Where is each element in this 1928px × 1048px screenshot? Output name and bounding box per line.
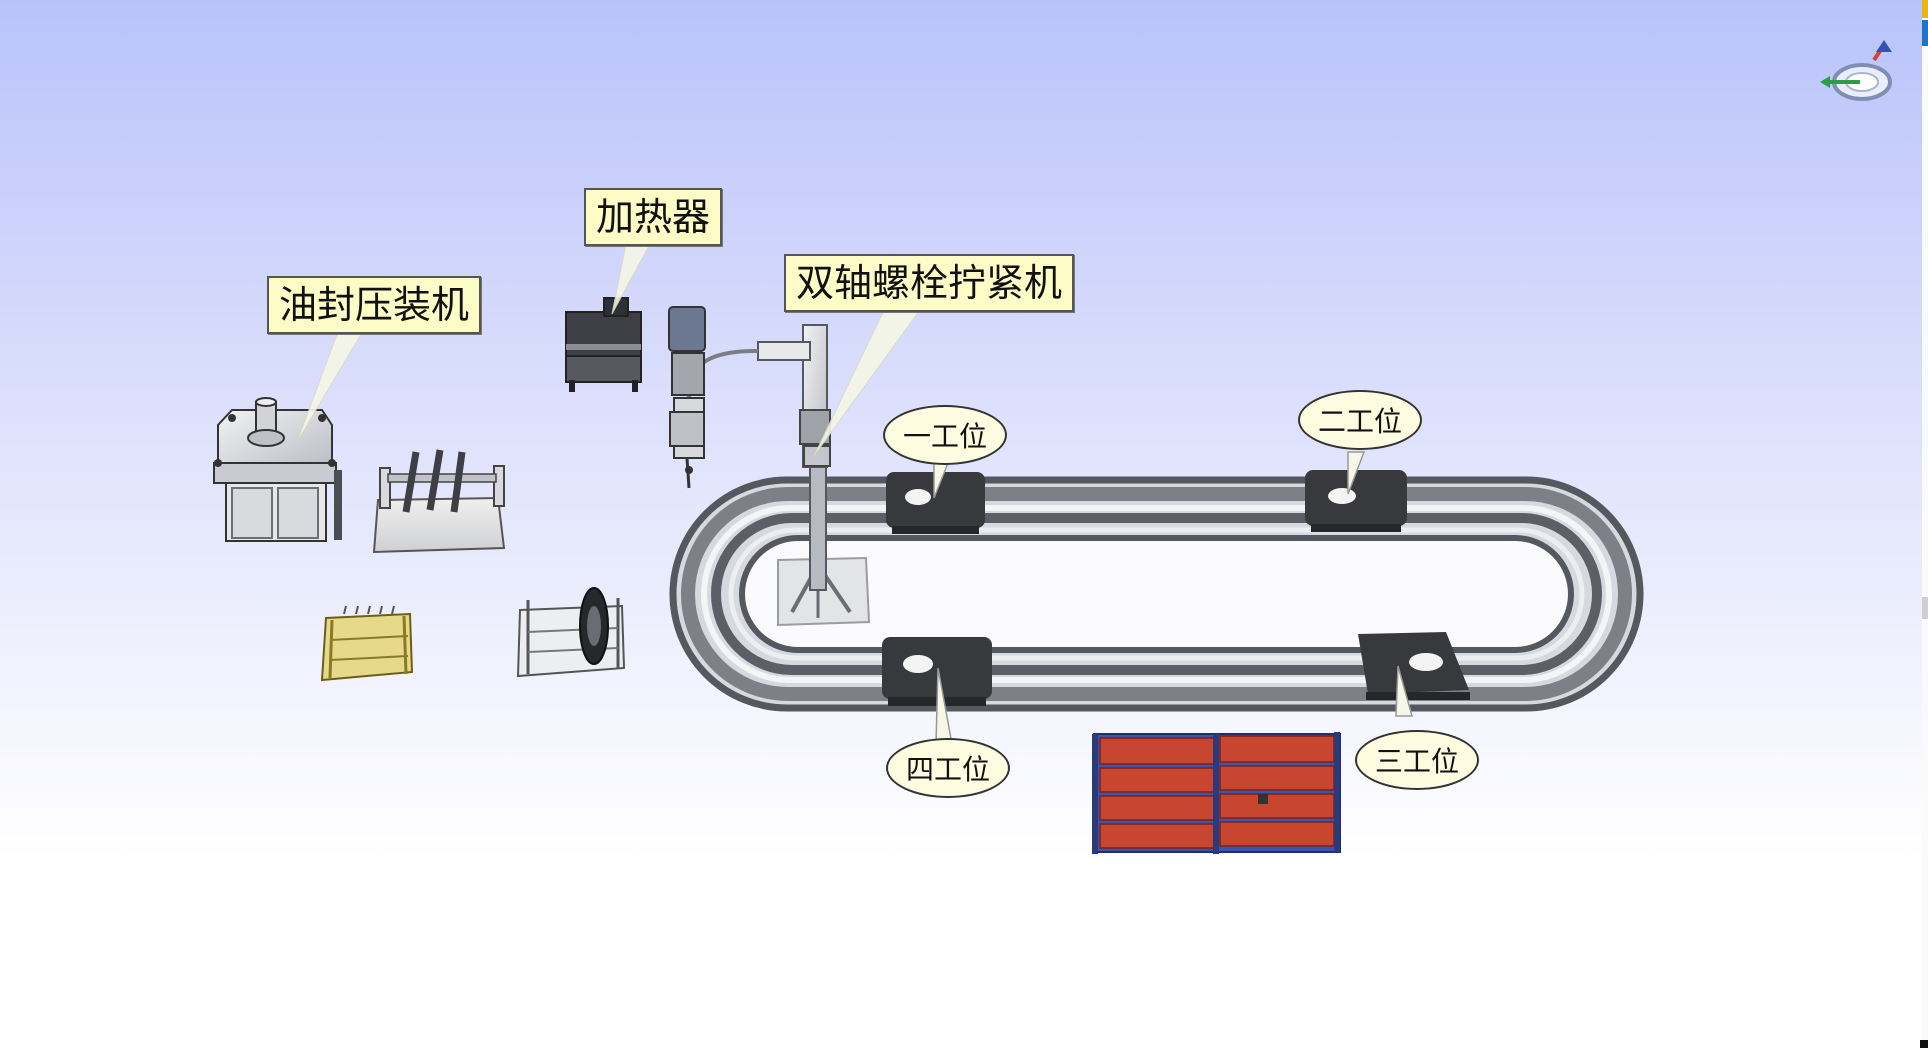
pointer-station-3: [1395, 665, 1413, 717]
storage-shelves: [1092, 732, 1341, 854]
right-edge-strip: [1922, 0, 1928, 1048]
heater-machine: [565, 297, 642, 392]
pallet-station-2: [1305, 470, 1407, 532]
corner-marker: [1920, 1040, 1928, 1048]
pointer-heater: [611, 243, 651, 315]
station-label-1: 一工位: [883, 405, 1007, 465]
station-label-3: 三工位: [1355, 730, 1479, 790]
station-label-4: 四工位: [886, 738, 1010, 798]
edge-marker-blue: [1922, 20, 1928, 46]
pallet-station-1: [886, 472, 985, 534]
wheel-parts-rack: [516, 587, 626, 678]
pointer-station-2: [1347, 451, 1366, 495]
scrollbar-grip[interactable]: [1922, 597, 1928, 619]
oil-seal-press-machine: [213, 397, 342, 542]
edge-marker-yellow: [1922, 0, 1928, 18]
label-oil-seal-press: 油封压装机: [267, 276, 482, 334]
label-heater: 加热器: [584, 188, 723, 246]
station-label-2: 二工位: [1298, 390, 1422, 450]
label-twin-axis-bolt-tightener: 双轴螺栓拧紧机: [784, 254, 1075, 312]
pallet-station-3: [1358, 632, 1470, 700]
fixture-bench: [372, 449, 506, 554]
view-cube-navigator-icon[interactable]: [1820, 40, 1892, 101]
yellow-parts-rack: [320, 605, 414, 682]
